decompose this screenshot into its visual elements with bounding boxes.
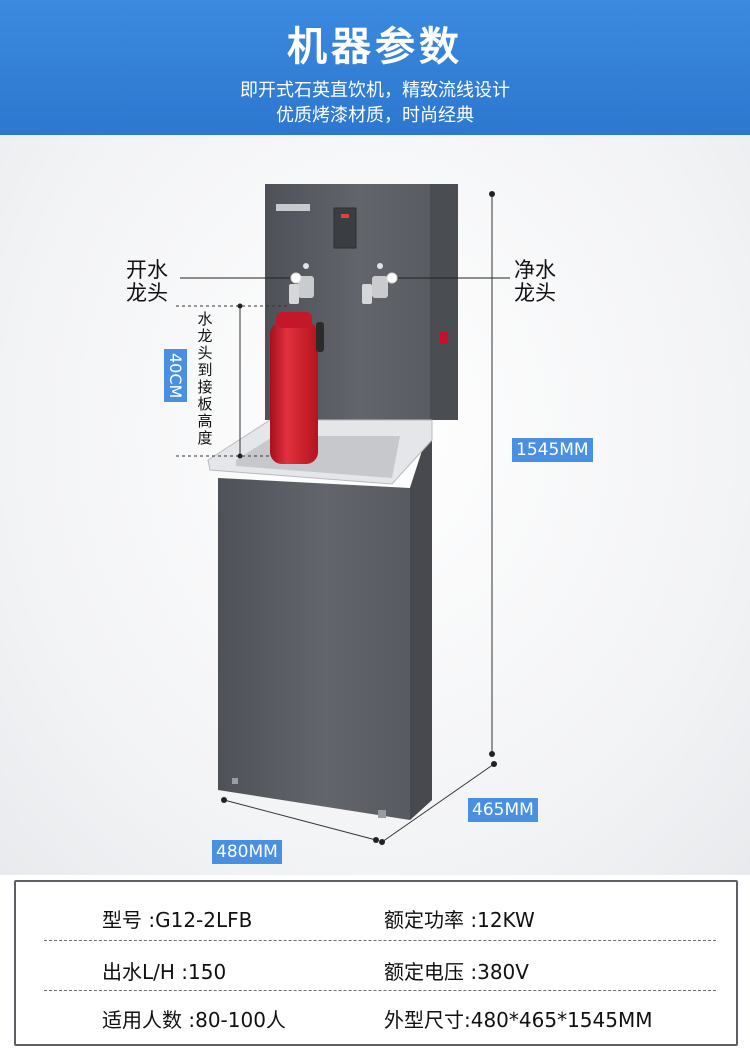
product-illustration (176, 184, 510, 845)
boiling-tap-button (303, 263, 309, 269)
spec-row: 适用人数 :80-100人 外型尺寸:480*465*1545MM (16, 990, 736, 1040)
spec-table: 型号 :G12-2LFB 额定功率 :12KW 出水L/H :150 额定电压 … (14, 880, 738, 1046)
tap-height-label: 水龙头到接板高度 (197, 310, 213, 447)
subtitle-line-1: 即开式石英直饮机，精致流线设计 (240, 80, 510, 101)
tap-height-end-top (237, 303, 243, 309)
spec-row: 出水L/H :150 额定电压 :380V (16, 942, 736, 992)
width-end-right (373, 837, 379, 843)
depth-end-top (491, 761, 497, 767)
height-end-bottom (489, 751, 495, 757)
spec-output: 出水L/H :150 (102, 960, 227, 984)
height-badge: 1545MM (512, 438, 593, 462)
spec-divider (44, 990, 716, 991)
boiling-tap-label-line-1: 开水 (126, 258, 168, 282)
pure-tap-body (372, 276, 388, 298)
side-panel (430, 184, 458, 420)
spec-row: 型号 :G12-2LFB 额定功率 :12KW (16, 890, 736, 940)
pure-tap-label: 净水 龙头 (514, 259, 556, 305)
boiling-tap-label-line-2: 龙头 (126, 281, 168, 305)
height-end-top (489, 191, 495, 197)
width-badge: 480MM (212, 840, 282, 864)
thermos-neck (276, 312, 312, 328)
spec-power: 额定功率 :12KW (384, 908, 535, 932)
page-title: 机器参数 (287, 24, 463, 70)
thermos-handle (316, 322, 324, 352)
lower-cabinet-side (410, 420, 432, 820)
boiling-tap-label: 开水 龙头 (126, 259, 168, 305)
red-switch (440, 332, 448, 344)
foot-left (232, 778, 238, 784)
spec-dimensions: 外型尺寸:480*465*1545MM (384, 1008, 653, 1032)
display-panel (333, 207, 357, 249)
pure-tap-label-line-1: 净水 (514, 258, 556, 282)
pure-tap-button (377, 263, 383, 269)
depth-line (381, 763, 495, 843)
depth-badge: 465MM (468, 798, 538, 822)
pure-tap-dot (386, 272, 398, 284)
boiling-tap-dot (290, 272, 302, 284)
foot-right (378, 810, 386, 818)
subtitle-line-2: 优质烤漆材质，时尚经典 (276, 105, 474, 126)
pure-tap-spout (362, 284, 372, 304)
spec-model: 型号 :G12-2LFB (102, 908, 253, 932)
header-banner: 机器参数 即开式石英直饮机，精致流线设计 优质烤漆材质，时尚经典 (0, 0, 750, 135)
pure-tap-label-line-2: 龙头 (514, 281, 556, 305)
width-end-left (221, 797, 227, 803)
tap-height-end-bottom (237, 453, 243, 459)
boiling-tap-spout (289, 284, 299, 304)
width-line (223, 799, 377, 841)
product-stage: 开水 龙头 净水 龙头 水龙头到接板高度 40CM 1545MM 465MM 4… (0, 135, 750, 875)
brand-logo (276, 204, 310, 211)
lower-cabinet (218, 420, 432, 820)
depth-end-bottom (379, 839, 385, 845)
spec-divider (44, 940, 716, 941)
display-digits (341, 214, 349, 218)
tap-height-badge: 40CM (164, 349, 187, 403)
spec-voltage: 额定电压 :380V (384, 960, 529, 984)
spec-capacity: 适用人数 :80-100人 (102, 1008, 286, 1032)
boiling-tap-body (298, 276, 314, 298)
thermos-bottle (270, 322, 318, 464)
